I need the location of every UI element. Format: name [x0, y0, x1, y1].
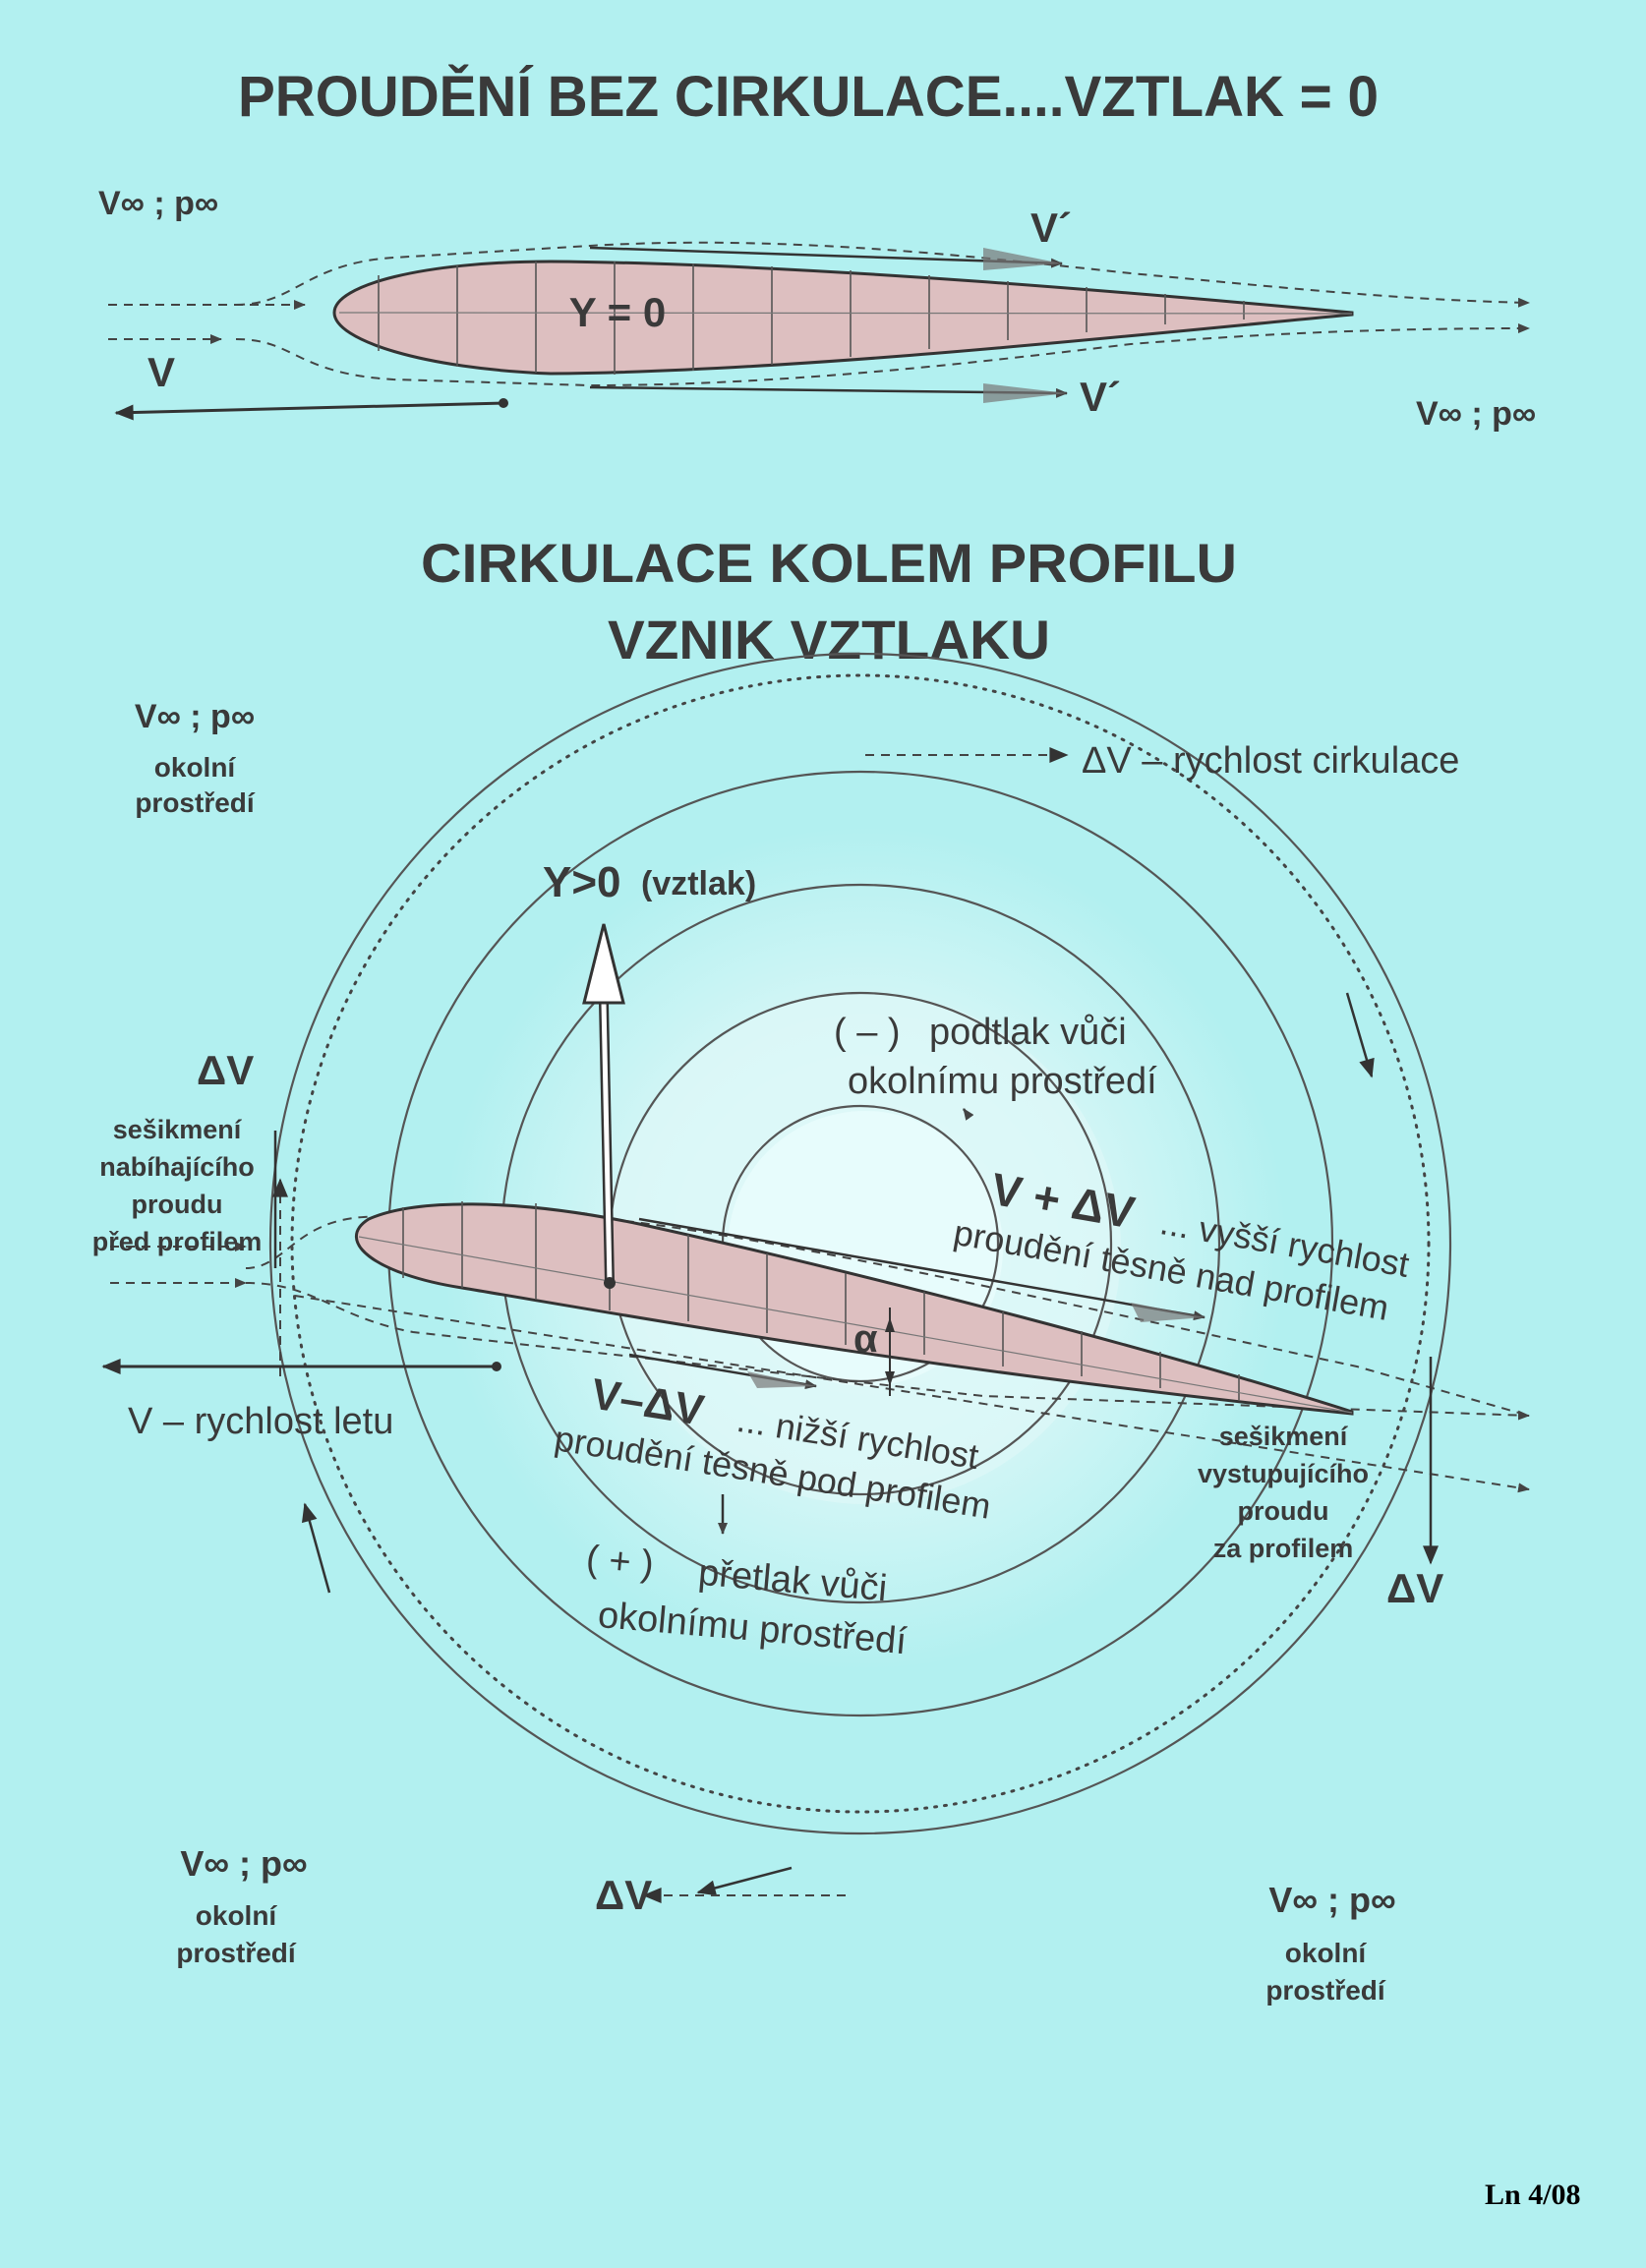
upper-velocity-arrow	[638, 1217, 1205, 1322]
alpha-marker	[885, 1308, 895, 1396]
circulation-circles	[268, 652, 1452, 1896]
top-lift-label: Y = 0	[569, 289, 666, 335]
outflow-group: sešikmení vystupujícího proudu za profil…	[1198, 1422, 1369, 1563]
circulation-speed-label: ΔV – rychlost cirkulace	[1082, 740, 1459, 782]
flight-speed-label: V – rychlost letu	[128, 1401, 393, 1442]
env-top-left-line2: prostředí	[135, 787, 256, 818]
bottom-title-line1: CIRKULACE KOLEM PROFILU	[421, 532, 1237, 594]
inflow-line4: před profilem	[92, 1227, 263, 1256]
env-top-left: V∞ ; p∞ okolní prostředí	[135, 698, 256, 818]
suction-sign: ( – )	[834, 1012, 901, 1053]
inflow-line3: proudu	[132, 1190, 223, 1219]
suction-line2: okolnímu prostředí	[848, 1061, 1157, 1102]
suction-line1: podtlak vůči	[929, 1012, 1127, 1053]
alpha-label: α	[853, 1317, 878, 1361]
top-v-label: V	[147, 349, 175, 395]
top-free-stream-left: V∞ ; p∞	[98, 185, 218, 222]
inflow-line1: sešikmení	[113, 1115, 243, 1144]
top-v-prime-upper: V´	[1030, 204, 1072, 251]
env-bottom-right-line2: prostředí	[1265, 1975, 1386, 2006]
lift-note: (vztlak)	[641, 865, 756, 902]
top-free-stream-right: V∞ ; p∞	[1416, 395, 1536, 433]
outflow-line4: za profilem	[1213, 1534, 1354, 1563]
env-bottom-left-line2: prostředí	[176, 1938, 297, 1968]
top-velocity-lower	[589, 383, 1068, 403]
top-v-prime-lower: V´	[1080, 374, 1121, 420]
top-title: PROUDĚNÍ BEZ CIRKULACE....VZTLAK = 0	[238, 65, 1379, 129]
lower-velocity-arrow	[628, 1353, 817, 1390]
env-bottom-left: V∞ ; p∞ okolní prostředí	[176, 1843, 307, 1968]
top-v-arrow	[114, 398, 508, 421]
env-bottom-left-symbol: V∞ ; p∞	[180, 1843, 307, 1884]
delta-v-bottom: ΔV	[595, 1872, 652, 1918]
inflow-group: ΔV sešikmení nabíhajícího proudu před pr…	[92, 1047, 263, 1256]
top-velocity-upper	[589, 246, 1063, 270]
env-bottom-right: V∞ ; p∞ okolní prostředí	[1265, 1880, 1395, 2006]
delta-v-left: ΔV	[197, 1047, 254, 1093]
delta-v-markers	[273, 1131, 1433, 1553]
bottom-title-line2: VZNIK VZTLAKU	[608, 609, 1050, 670]
top-streamlines	[108, 241, 1530, 387]
env-top-left-symbol: V∞ ; p∞	[135, 698, 255, 735]
env-bottom-right-line1: okolní	[1285, 1938, 1368, 1968]
env-bottom-right-symbol: V∞ ; p∞	[1268, 1880, 1395, 1920]
bottom-streamlines	[110, 1207, 1530, 1493]
outflow-line2: vystupujícího	[1198, 1459, 1369, 1488]
flight-speed-arrow	[101, 1359, 501, 1374]
lift-label: Y>0	[543, 858, 621, 906]
outflow-line3: proudu	[1238, 1496, 1329, 1526]
footer-code: Ln 4/08	[1485, 2179, 1581, 2211]
inflow-line2: nabíhajícího	[99, 1152, 255, 1182]
delta-v-right: ΔV	[1386, 1565, 1443, 1611]
env-bottom-left-line1: okolní	[196, 1900, 278, 1931]
top-airfoil	[332, 260, 1354, 376]
pressure-sign: ( + )	[584, 1539, 655, 1586]
env-top-left-line1: okolní	[154, 752, 237, 783]
outflow-line1: sešikmení	[1219, 1422, 1349, 1451]
lift-arrow	[582, 923, 625, 1289]
